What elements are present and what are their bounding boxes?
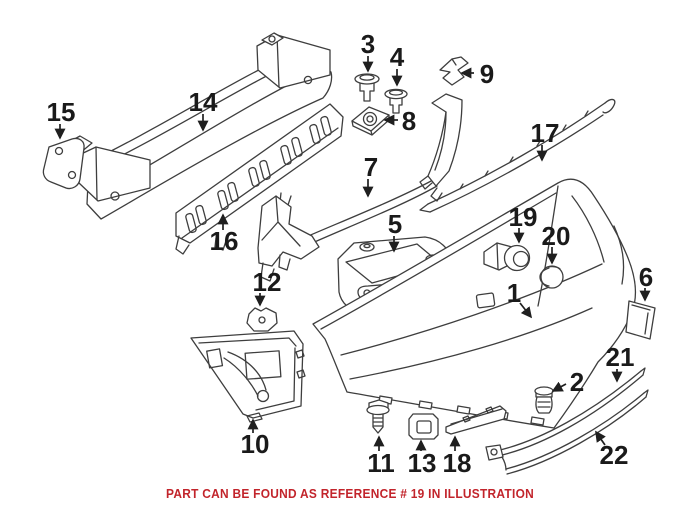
callout-label-12[interactable]: 12 (253, 267, 282, 297)
callout-label-3[interactable]: 3 (361, 29, 375, 59)
callout-label-16[interactable]: 16 (210, 226, 239, 256)
part-2-expansion-plug[interactable] (534, 386, 554, 414)
callout-label-22[interactable]: 22 (600, 440, 629, 470)
part-20-grommet[interactable] (539, 265, 564, 289)
part-7-carrier-strip[interactable] (257, 93, 463, 282)
part-10-side-bracket[interactable] (190, 330, 306, 423)
callout-label-18[interactable]: 18 (443, 448, 472, 478)
callout-label-11[interactable]: 11 (367, 448, 395, 478)
part-1-bumper-cover[interactable] (312, 178, 637, 429)
part-9-retaining-clip[interactable] (439, 56, 469, 86)
part-6-cover-plate[interactable] (625, 300, 656, 340)
callout-label-7[interactable]: 7 (364, 152, 378, 182)
part-15-mounting-plate[interactable] (42, 137, 85, 190)
callout-label-14[interactable]: 14 (189, 87, 218, 117)
callout-label-5[interactable]: 5 (388, 209, 402, 239)
callout-label-2[interactable]: 2 (570, 367, 584, 397)
callout-arrow-2 (551, 381, 567, 392)
part-11-screw[interactable] (366, 399, 390, 434)
callout-label-6[interactable]: 6 (639, 262, 653, 292)
callout-labels: 1 2 3 4 5 6 7 8 9 10 11 12 13 14 15 16 1… (47, 29, 654, 478)
callout-label-20[interactable]: 20 (542, 221, 571, 251)
part-12-bracket[interactable] (246, 307, 278, 332)
part-16-slotted-panel[interactable] (175, 103, 344, 255)
callout-label-1[interactable]: 1 (507, 278, 521, 308)
callout-arrow-1 (519, 302, 533, 319)
callout-label-13[interactable]: 13 (408, 448, 437, 478)
part-14-impact-bar[interactable] (61, 32, 333, 220)
part-4-push-clip[interactable] (384, 88, 408, 114)
callout-label-15[interactable]: 15 (47, 97, 76, 127)
part-17-trim-strip[interactable] (419, 98, 616, 213)
callout-arrow-22 (595, 430, 606, 446)
part-3-push-clip[interactable] (354, 73, 380, 102)
part-19-park-sensor[interactable] (483, 242, 531, 272)
part-18-reflector[interactable] (445, 405, 507, 435)
part-8-nut-plate[interactable] (351, 106, 390, 136)
callout-label-10[interactable]: 10 (241, 429, 270, 459)
callout-label-21[interactable]: 21 (606, 342, 635, 372)
part-22-trim-rod[interactable] (485, 389, 649, 475)
callout-arrows (54, 56, 651, 451)
part-13-clip-nut[interactable] (408, 413, 439, 440)
callout-label-8[interactable]: 8 (402, 106, 416, 136)
reference-caption: PART CAN BE FOUND AS REFERENCE # 19 IN I… (166, 486, 534, 501)
callout-label-4[interactable]: 4 (390, 42, 405, 72)
callout-label-19[interactable]: 19 (509, 202, 538, 232)
callout-label-17[interactable]: 17 (531, 118, 560, 148)
callout-label-9[interactable]: 9 (480, 59, 494, 89)
